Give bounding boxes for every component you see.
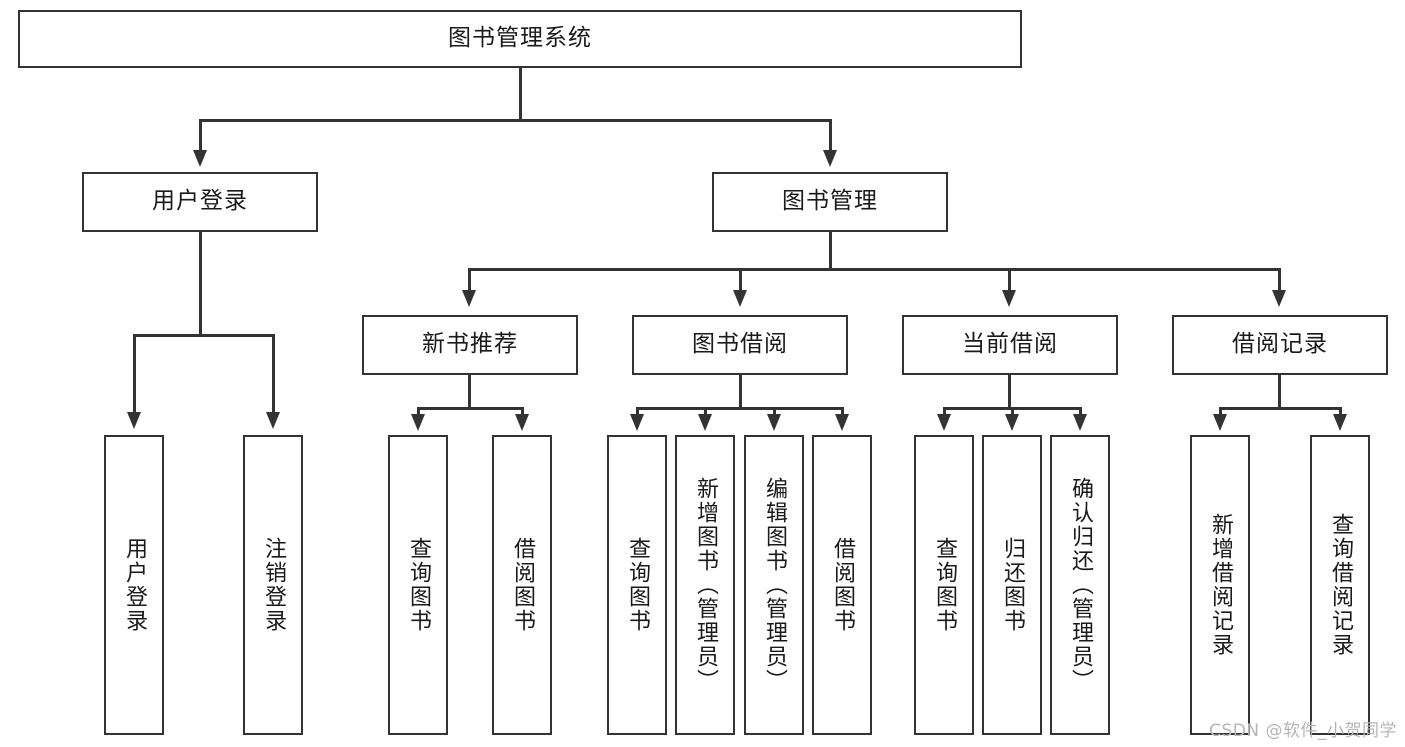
edge-borrow-records-leaf1	[1219, 407, 1222, 417]
leaf-label: 确认归还（管理员）	[1067, 477, 1093, 693]
leaf-current-borrow-return-book[interactable]: 归还图书	[982, 435, 1042, 735]
edge-current-borrow-leaf2	[1011, 407, 1014, 417]
leaf-new-book-query-book[interactable]: 查询图书	[388, 435, 448, 735]
leaf-book-borrow-borrow-book[interactable]: 借阅图书	[812, 435, 872, 735]
edge-user-login-leaf2	[272, 334, 275, 414]
node-user-login[interactable]: 用户登录	[82, 172, 318, 232]
leaf-book-borrow-add-book-admin[interactable]: 新增图书（管理员）	[675, 435, 735, 735]
node-book-management[interactable]: 图书管理	[712, 172, 948, 232]
leaf-label: 借阅图书	[829, 537, 855, 633]
node-borrow-records[interactable]: 借阅记录	[1172, 315, 1388, 375]
edge-borrow-records-down	[1278, 375, 1281, 409]
arrow-to-new-book-icon	[462, 290, 476, 307]
arrow-borrow-records-leaf1-icon	[1213, 414, 1227, 431]
arrow-to-current-borrow-icon	[1002, 290, 1016, 307]
edge-new-book-bus	[417, 407, 523, 410]
edge-root-down	[519, 68, 522, 119]
edge-book-borrow-leaf4	[841, 407, 844, 417]
edge-current-borrow-leaf3	[1079, 407, 1082, 417]
leaf-label: 注销登录	[260, 537, 286, 633]
leaf-label: 借阅图书	[509, 537, 535, 633]
edge-book-borrow-leaf3	[773, 407, 776, 417]
arrow-current-borrow-leaf3-icon	[1073, 414, 1087, 431]
edge-user-login-down	[199, 232, 202, 336]
arrow-to-user-login-icon	[193, 150, 207, 167]
edge-level1-bus	[199, 119, 831, 122]
leaf-label: 查询借阅记录	[1327, 513, 1353, 657]
arrow-current-borrow-leaf2-icon	[1005, 414, 1019, 431]
edge-user-login-bus	[133, 334, 274, 337]
leaf-user-login-login[interactable]: 用户登录	[104, 435, 164, 735]
leaf-current-borrow-confirm-return-admin[interactable]: 确认归还（管理员）	[1050, 435, 1110, 735]
edge-new-book-leaf2	[521, 407, 524, 417]
node-label: 新书推荐	[422, 331, 518, 358]
arrow-book-borrow-leaf4-icon	[835, 414, 849, 431]
leaf-book-borrow-query-book[interactable]: 查询图书	[607, 435, 667, 735]
arrow-user-login-leaf1-icon	[127, 412, 141, 429]
edge-to-book-borrow	[739, 268, 742, 292]
edge-book-borrow-leaf1	[636, 407, 639, 417]
edge-level2-bus	[468, 268, 1280, 271]
leaf-book-borrow-edit-book-admin[interactable]: 编辑图书（管理员）	[744, 435, 804, 735]
arrow-book-borrow-leaf1-icon	[630, 414, 644, 431]
arrow-book-borrow-leaf3-icon	[767, 414, 781, 431]
edge-book-borrow-leaf2	[704, 407, 707, 417]
leaf-borrow-records-add-record[interactable]: 新增借阅记录	[1190, 435, 1250, 735]
arrow-user-login-leaf2-icon	[266, 412, 280, 429]
edge-new-book-down	[468, 375, 471, 409]
arrow-current-borrow-leaf1-icon	[937, 414, 951, 431]
leaf-current-borrow-query-book[interactable]: 查询图书	[914, 435, 974, 735]
edge-user-login-leaf1	[133, 334, 136, 414]
arrow-borrow-records-leaf2-icon	[1333, 414, 1347, 431]
node-label: 图书管理	[782, 188, 878, 215]
edge-new-book-leaf1	[417, 407, 420, 417]
leaf-borrow-records-query-record[interactable]: 查询借阅记录	[1310, 435, 1370, 735]
node-new-book-recommend[interactable]: 新书推荐	[362, 315, 578, 375]
node-root-library-system[interactable]: 图书管理系统	[18, 10, 1022, 68]
leaf-user-login-logout[interactable]: 注销登录	[243, 435, 303, 735]
edge-book-manage-down	[829, 232, 832, 270]
node-label: 图书管理系统	[448, 25, 592, 52]
leaf-label: 新增图书（管理员）	[692, 477, 718, 693]
edge-book-borrow-bus	[636, 407, 844, 410]
arrow-to-book-borrow-icon	[733, 290, 747, 307]
leaf-label: 用户登录	[121, 537, 147, 633]
leaf-new-book-borrow-book[interactable]: 借阅图书	[492, 435, 552, 735]
edge-to-user-login	[199, 119, 202, 152]
edge-current-borrow-down	[1008, 375, 1011, 409]
node-book-borrow[interactable]: 图书借阅	[632, 315, 848, 375]
node-label: 用户登录	[152, 188, 248, 215]
csdn-watermark: CSDN @软件_小贺同学	[1209, 721, 1397, 741]
arrow-book-borrow-leaf2-icon	[698, 414, 712, 431]
arrow-to-book-manage-icon	[823, 150, 837, 167]
edge-to-current-borrow	[1008, 268, 1011, 292]
edge-to-borrow-records	[1278, 268, 1281, 292]
arrow-new-book-leaf1-icon	[411, 414, 425, 431]
node-label: 图书借阅	[692, 331, 788, 358]
edge-to-new-book	[468, 268, 471, 292]
leaf-label: 查询图书	[624, 537, 650, 633]
leaf-label: 查询图书	[405, 537, 431, 633]
arrow-to-borrow-records-icon	[1272, 290, 1286, 307]
edge-book-borrow-down	[739, 375, 742, 409]
arrow-new-book-leaf2-icon	[515, 414, 529, 431]
node-label: 借阅记录	[1232, 331, 1328, 358]
node-current-borrow[interactable]: 当前借阅	[902, 315, 1118, 375]
leaf-label: 查询图书	[931, 537, 957, 633]
node-label: 当前借阅	[962, 331, 1058, 358]
edge-to-book-manage	[829, 119, 832, 152]
edge-current-borrow-leaf1	[943, 407, 946, 417]
leaf-label: 编辑图书（管理员）	[761, 477, 787, 693]
edge-borrow-records-bus	[1219, 407, 1341, 410]
leaf-label: 归还图书	[999, 537, 1025, 633]
edge-borrow-records-leaf2	[1339, 407, 1342, 417]
leaf-label: 新增借阅记录	[1207, 513, 1233, 657]
